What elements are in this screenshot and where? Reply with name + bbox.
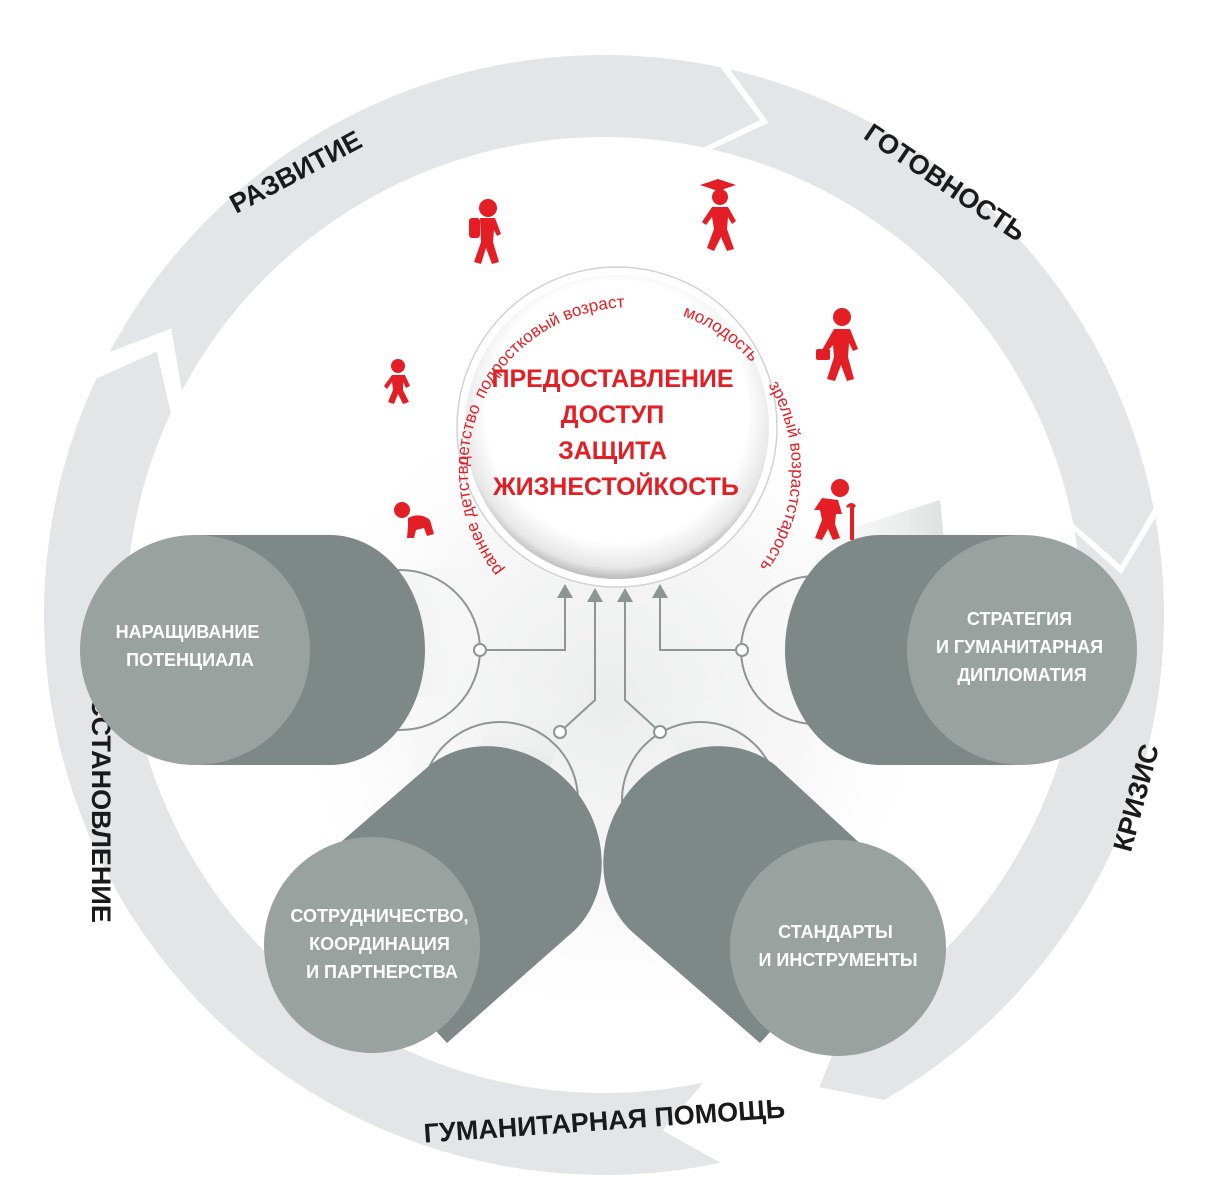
pillar-face bbox=[80, 535, 310, 765]
pillar-label: СТАНДАРТЫ И ИНСТРУМЕНТЫ bbox=[758, 922, 917, 970]
pillar-label-line: И ИНСТРУМЕНТЫ bbox=[758, 950, 917, 970]
center-circle bbox=[465, 275, 769, 579]
arrowhead-1 bbox=[557, 584, 573, 598]
pillar-label: НАРАЩИВАНИЕ ПОТЕНЦИАЛА bbox=[116, 622, 265, 670]
person-icons bbox=[384, 179, 858, 540]
graduate-icon bbox=[700, 179, 736, 251]
pillar-label-line: СТРАТЕГИЯ bbox=[967, 609, 1072, 629]
arrowhead-4 bbox=[652, 584, 668, 598]
elderly-cane-icon bbox=[814, 479, 856, 540]
crawling-baby-icon bbox=[394, 502, 434, 538]
connector-nodes bbox=[473, 643, 749, 739]
pillar-capacity-building: НАРАЩИВАНИЕ ПОТЕНЦИАЛА bbox=[80, 535, 425, 765]
pillar-label: СТРАТЕГИЯ И ГУМАНИТАРНАЯ ДИПЛОМАТИЯ bbox=[936, 609, 1108, 685]
pillar-label-line: И ГУМАНИТАРНАЯ bbox=[936, 637, 1103, 657]
connector-node bbox=[653, 725, 667, 739]
connector-node bbox=[473, 643, 487, 657]
connector-arrowheads bbox=[557, 584, 668, 602]
connector-node bbox=[735, 643, 749, 657]
pillar-label-line: ДИПЛОМАТИЯ bbox=[957, 665, 1086, 685]
pillar-label-line: И ПАРТНЕРСТВА bbox=[306, 962, 458, 982]
pillar-label-line: СОТРУДНИЧЕСТВО, bbox=[290, 906, 468, 926]
pillar-label: СОТРУДНИЧЕСТВО, КООРДИНАЦИЯ И ПАРТНЕРСТВ… bbox=[290, 906, 473, 982]
ring-arrow-development bbox=[109, 54, 761, 391]
pillar-strategy: СТРАТЕГИЯ И ГУМАНИТАРНАЯ ДИПЛОМАТИЯ bbox=[785, 535, 1137, 765]
arrowhead-2 bbox=[587, 588, 603, 602]
child-icon bbox=[384, 359, 410, 404]
center-label: ПРЕДОСТАВЛЕНИЕ ДОСТУП ЗАЩИТА ЖИЗНЕСТОЙКО… bbox=[491, 365, 740, 501]
pillar-face bbox=[730, 840, 946, 1056]
pillar-cooperation: СОТРУДНИЧЕСТВО, КООРДИНАЦИЯ И ПАРТНЕРСТВ… bbox=[264, 746, 602, 1053]
connector-line-strategy bbox=[659, 595, 742, 651]
pillar-label-line: СТАНДАРТЫ bbox=[778, 922, 893, 942]
connector-line-cooperation bbox=[559, 600, 596, 733]
arrowhead-3 bbox=[617, 588, 633, 602]
pillar-standards: СТАНДАРТЫ И ИНСТРУМЕНТЫ bbox=[603, 746, 946, 1056]
pillar-label-line: ПОТЕНЦИАЛА bbox=[126, 650, 254, 670]
center-label-line: ДОСТУП bbox=[561, 401, 664, 429]
teen-backpack-icon bbox=[469, 199, 501, 264]
pillar-label-line: КООРДИНАЦИЯ bbox=[309, 934, 450, 954]
connector-line-standards bbox=[624, 600, 661, 733]
pillar-label-line: НАРАЩИВАНИЕ bbox=[116, 622, 260, 642]
connector-line-capacity bbox=[480, 595, 566, 651]
connector-node bbox=[553, 725, 567, 739]
pillar-face bbox=[264, 837, 480, 1053]
ring-arrow-preparedness bbox=[711, 69, 1154, 566]
pillar-face bbox=[907, 535, 1137, 765]
worker-briefcase-icon bbox=[816, 308, 858, 381]
center-label-line: ЗАЩИТА bbox=[558, 437, 667, 465]
center-label-line: ПРЕДОСТАВЛЕНИЕ bbox=[491, 365, 733, 393]
center-label-line: ЖИЗНЕСТОЙКОСТЬ bbox=[492, 471, 739, 501]
